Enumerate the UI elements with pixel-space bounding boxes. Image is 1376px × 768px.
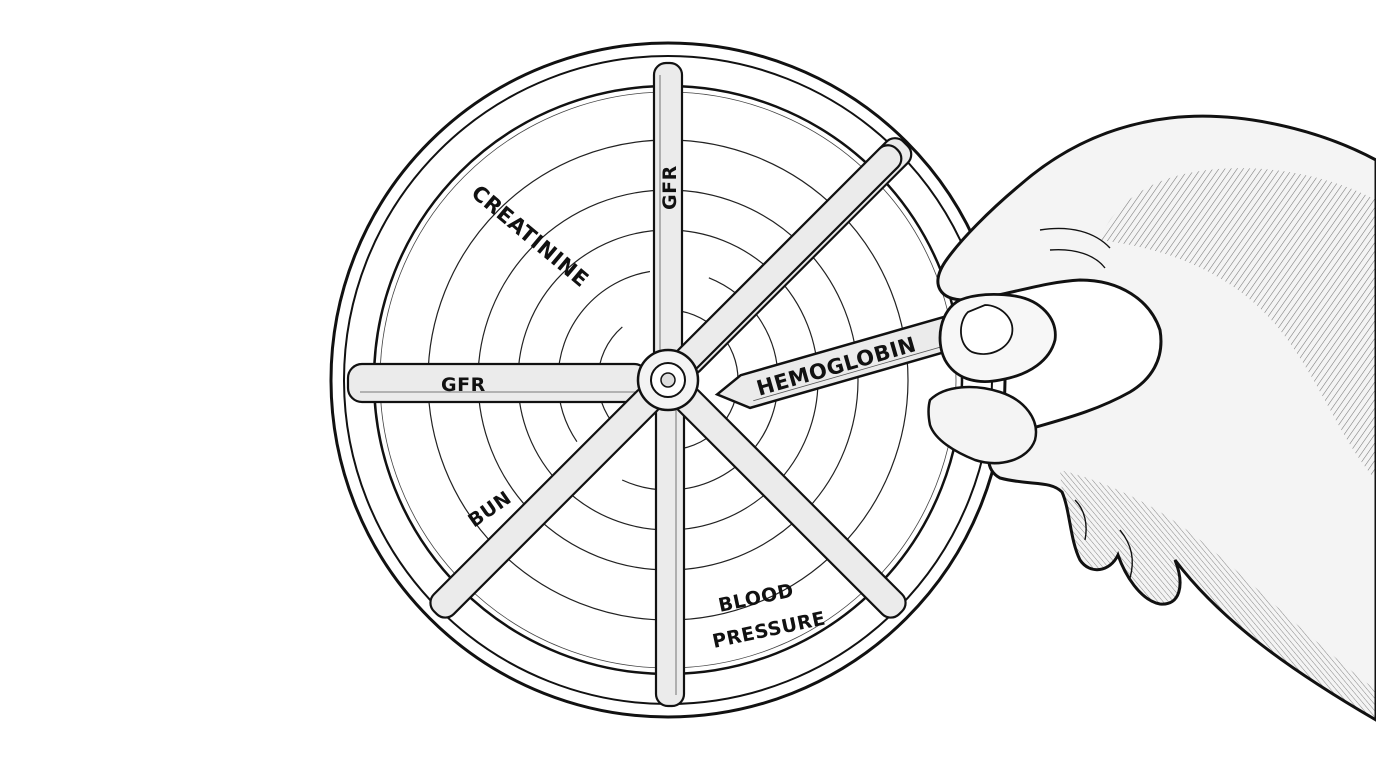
index-finger <box>927 385 1038 465</box>
spoke-left <box>346 362 650 404</box>
knuckle-lines <box>1039 227 1133 579</box>
thumbnail <box>960 304 1014 355</box>
spokes <box>346 61 913 708</box>
label-gfr-top: GFR <box>659 165 681 210</box>
wheel: GFR CREATININE GFR BUN BLOOD PRESSURE <box>329 41 1007 719</box>
hub <box>636 348 700 412</box>
hand-shading <box>1100 168 1376 481</box>
hand-with-stick: HEMOGLOBIN <box>714 114 1376 722</box>
hand-shading-lower <box>1060 470 1376 720</box>
label-gfr-left: GFR <box>441 374 486 396</box>
spoke-bottom <box>654 396 686 708</box>
spoke-top <box>652 61 684 365</box>
